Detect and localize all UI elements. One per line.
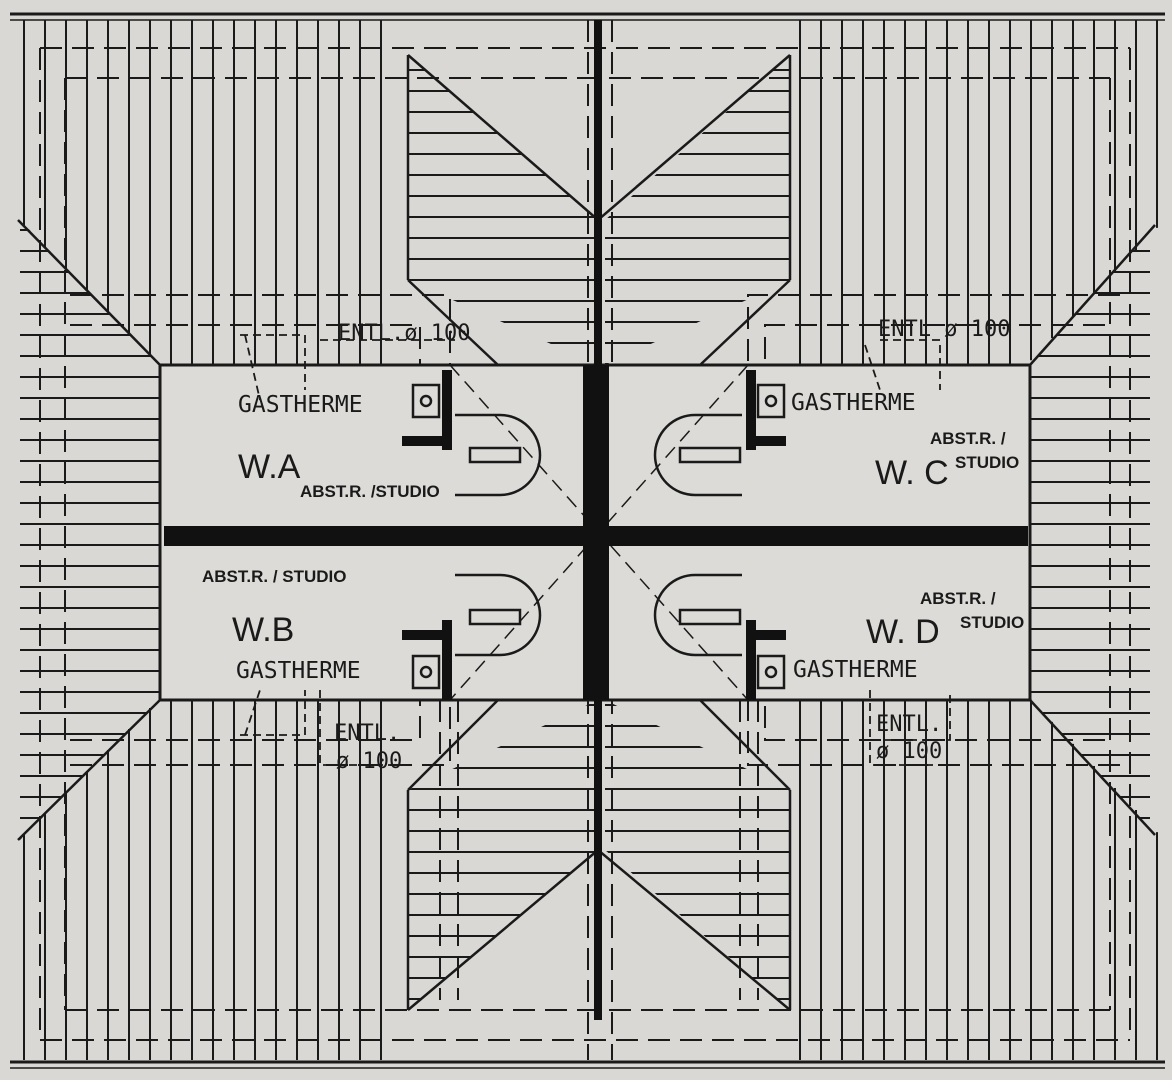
vent-duct-lines <box>240 334 951 766</box>
unit-d-heater-label: GASTHERME <box>793 657 918 683</box>
unit-c-heater-label: GASTHERME <box>791 390 916 416</box>
unit-d-room-label-1: ABST.R. / <box>920 589 996 608</box>
shaft-walls <box>402 370 786 700</box>
labels: ENTL.ø 100 GASTHERME W.A ABST.R. /STUDIO… <box>202 317 1024 774</box>
unit-d-room-label-2: STUDIO <box>960 613 1024 632</box>
dashed-eave-outlines <box>39 20 1131 1060</box>
outer-frame <box>10 12 1165 1069</box>
unit-c-room-label-2: STUDIO <box>955 453 1019 472</box>
unit-c-name: W. C <box>875 454 949 492</box>
unit-b-vent-label-1: ENTL. <box>334 721 400 746</box>
gas-heater-symbols <box>411 383 786 690</box>
unit-b-name: W.B <box>232 611 294 649</box>
unit-a-name: W.A <box>238 448 301 486</box>
party-walls <box>164 20 1028 1020</box>
chimney-flues <box>455 413 742 657</box>
unit-a-vent-label: ENTL.ø 100 <box>338 321 470 346</box>
unit-c-vent-label: ENTL ø 100 <box>878 317 1010 342</box>
unit-a-room-label: ABST.R. /STUDIO <box>300 482 440 501</box>
unit-a-heater-label: GASTHERME <box>238 392 363 418</box>
unit-b-vent-label-2: ø 100 <box>336 749 402 774</box>
unit-c-room-label-1: ABST.R. / <box>930 429 1006 448</box>
unit-d-name: W. D <box>866 613 940 651</box>
unit-b-heater-label: GASTHERME <box>236 658 361 684</box>
unit-b-room-label: ABST.R. / STUDIO <box>202 567 347 586</box>
unit-d-vent-label-1: ENTL. <box>876 712 942 737</box>
unit-d-vent-label-2: ø 100 <box>876 739 942 764</box>
